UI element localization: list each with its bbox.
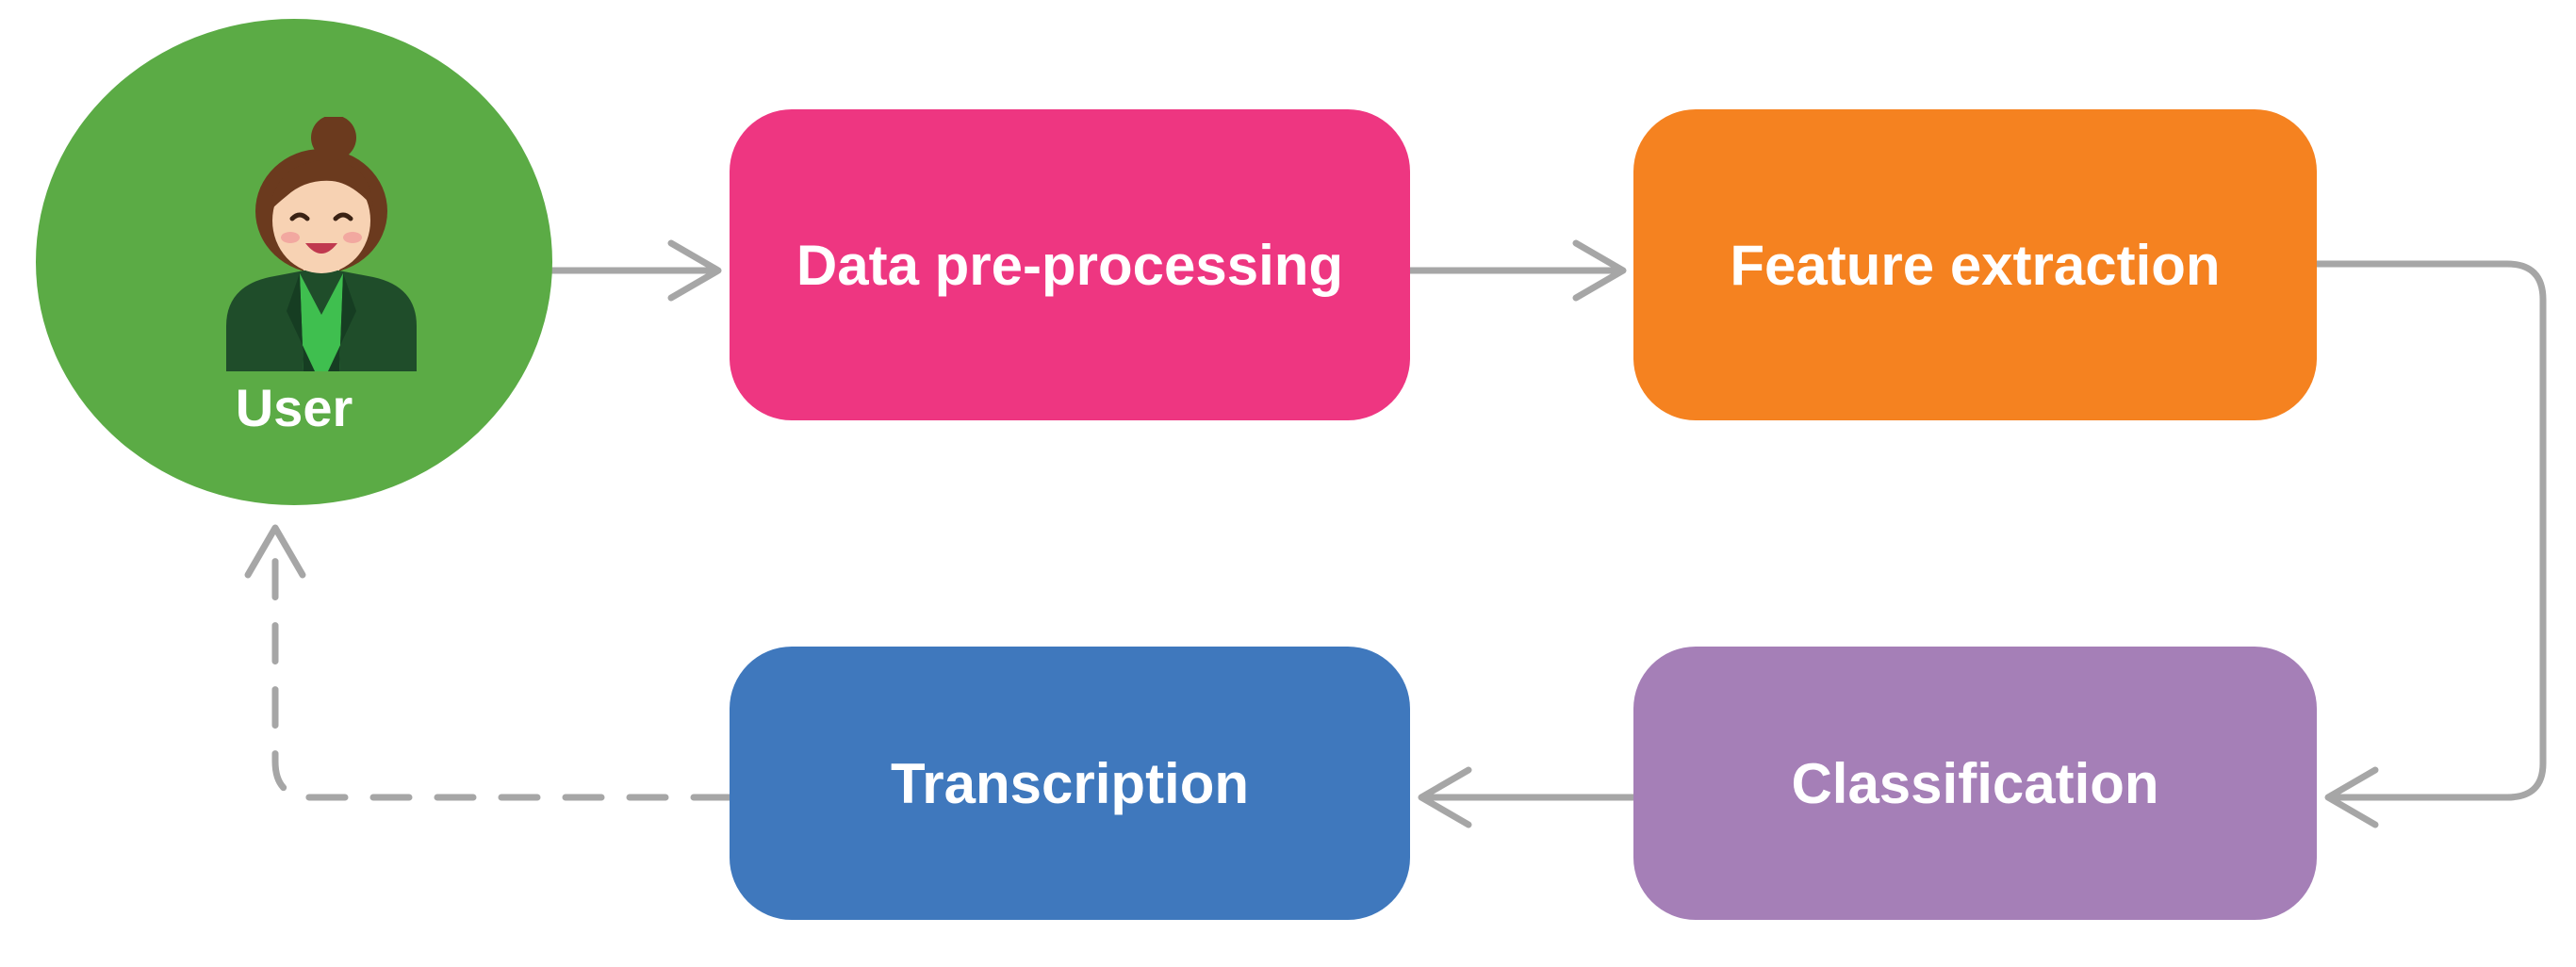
node-data-preprocessing: Data pre-processing xyxy=(730,109,1410,420)
user-avatar-icon xyxy=(226,117,417,371)
node-transcription: Transcription xyxy=(730,647,1410,920)
edge-transcription-to-user xyxy=(244,524,733,801)
edge-feature-extraction-to-classification xyxy=(2313,260,2547,828)
edge-user-to-data-preprocessing xyxy=(549,239,722,302)
node-feature-extraction: Feature extraction xyxy=(1633,109,2317,420)
edge-classification-to-transcription xyxy=(1418,766,1637,828)
user-node: User xyxy=(36,19,552,505)
edge-data-preprocessing-to-feature-extraction xyxy=(1406,239,1627,302)
user-label: User xyxy=(235,378,353,437)
node-classification: Classification xyxy=(1633,647,2317,920)
